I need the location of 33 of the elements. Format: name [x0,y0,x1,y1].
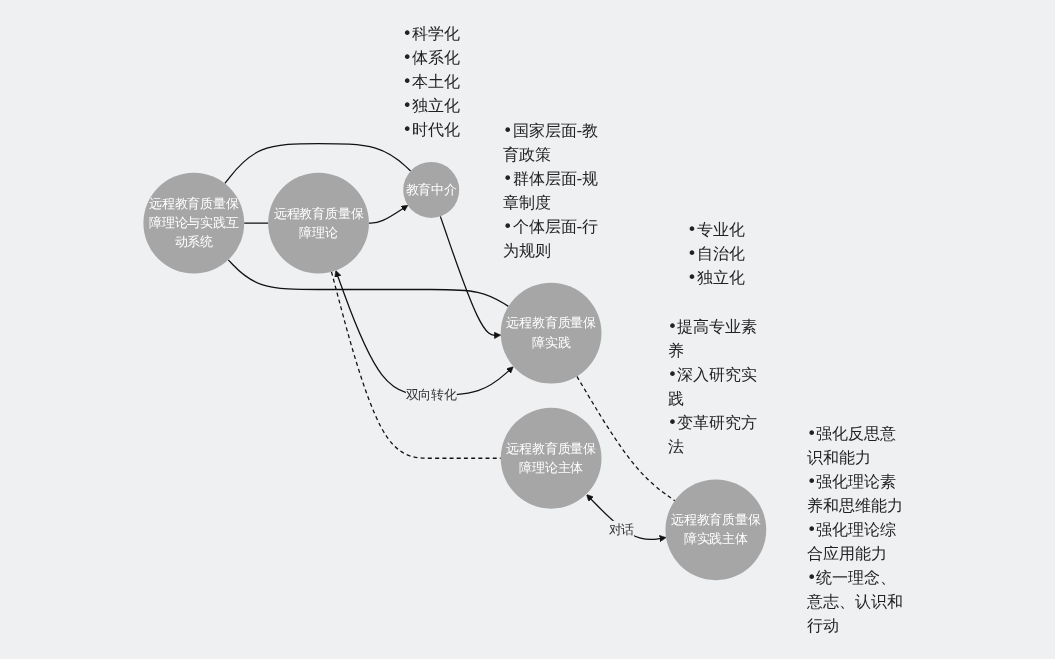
node-label: •提高专业素养 [667,317,757,361]
node-circle: 远程教育质量保障理论 [267,172,369,274]
connector [575,375,675,502]
arrow [439,215,501,339]
connector [227,259,509,307]
node-circle: 远程教育质量保障实践主体 [664,479,766,581]
node-label: •自治化 [686,243,745,263]
edge-label: 对话 [608,522,634,538]
node-label: •深入研究实践 [667,365,757,409]
node-label: •专业化 [686,219,745,239]
edge-label: 双向转化 [405,387,457,403]
node-label: •强化理论素养和思维能力 [806,472,903,516]
node-circle: 远程教育质量保障理论主体 [500,407,601,509]
node-circle: 教育中介 [402,161,459,218]
node-label: •本土化 [402,71,460,91]
node-label: •群体层面-规章制度 [502,168,598,212]
node-label: •国家层面-教育政策 [502,120,598,164]
connector [223,142,411,185]
node-label: •独立化 [402,95,460,115]
node-label: •科学化 [402,23,460,43]
node-label: •独立化 [686,267,745,287]
node-label: •统一理念、意志、认识和行动 [806,568,903,636]
node-label: •强化反思意识和能力 [806,424,896,468]
connector [243,222,269,224]
arrow [585,494,666,542]
node-label: •体系化 [402,47,460,67]
node-label: •时代化 [402,119,460,139]
node-circle: 远程教育质量保障实践 [500,282,601,384]
node-label: •个体层面-行为规则 [502,216,598,260]
arrow [367,205,408,224]
node-label: •强化理论综合应用能力 [806,520,896,564]
node-label: •变革研究方法 [667,413,757,457]
node-circle: 远程教育质量保障理论与实践互动系统 [142,172,244,274]
